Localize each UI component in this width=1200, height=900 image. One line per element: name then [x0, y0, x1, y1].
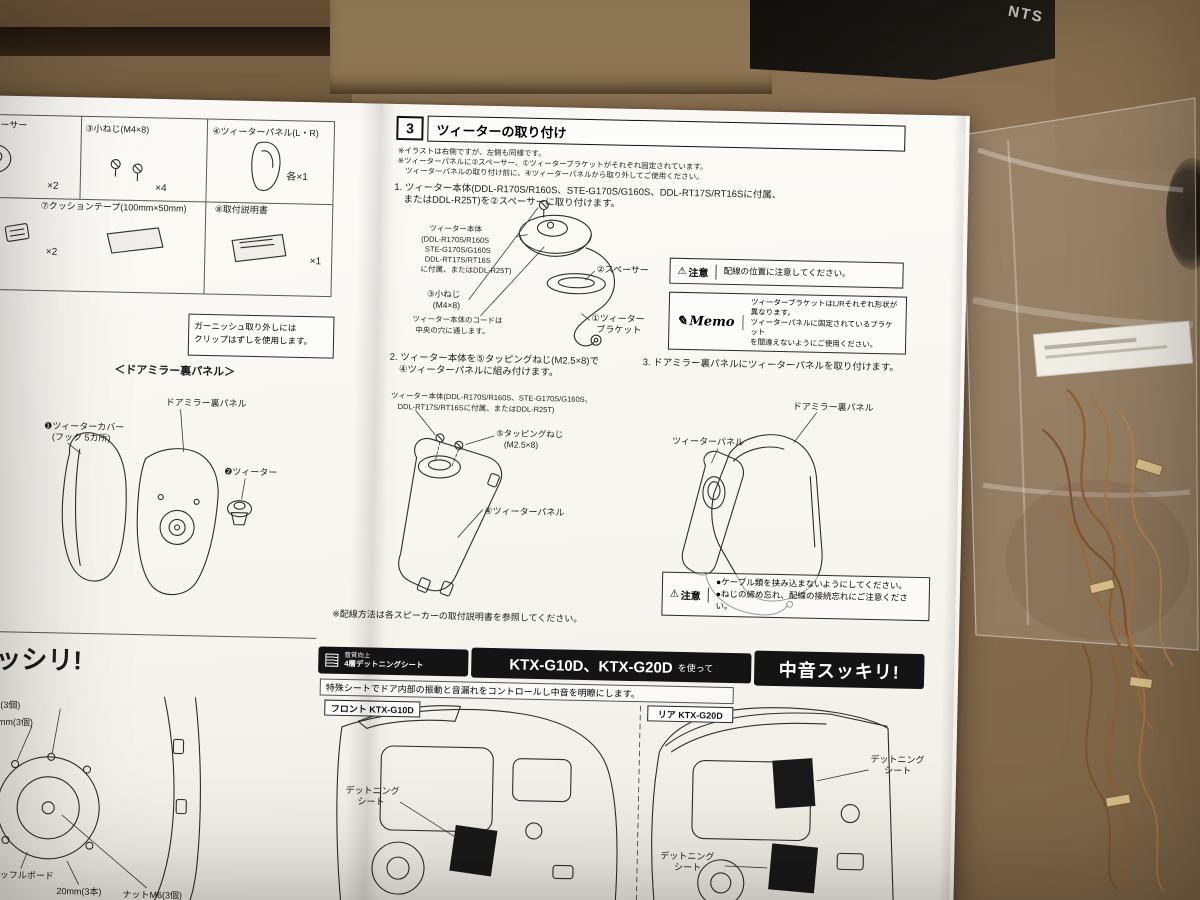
cardboard-strip-top-left	[0, 0, 348, 30]
instruction-sheet: ーサー ③小ねじ(M4×8) ④ツィーターパネル(L・R) ×2 ×4 各×1 …	[0, 94, 970, 900]
label-tweeter-cover-2: (フック 5カ所)	[51, 431, 111, 444]
table-header-fragment: ーサー	[0, 119, 28, 131]
slogan-text: 中音スッキリ!	[778, 659, 900, 683]
caution-2-label: ⚠ 注意	[669, 586, 709, 603]
memo-body: ツィーターブラケットはL/Rそれぞれ形状が 異なります。 ツィーターパネルに固定…	[750, 297, 899, 351]
d1-cord-note-1: ツィーター本体のコードは	[412, 314, 503, 326]
warning-icon: ⚠	[669, 588, 679, 600]
garnish-note-box: ガーニッシュ取り外しには クリップはずしを使用します。	[187, 313, 335, 359]
garnish-note-line2: クリップはずしを使用します。	[193, 333, 313, 346]
d1-small-screw-2: (M4×8)	[432, 299, 461, 311]
d1-spacer-label: ②スペーサー	[596, 264, 649, 276]
d1-tweeter-body-1: ツィーター本体	[429, 223, 482, 234]
headline-zusshiri: ズッシリ!	[0, 643, 83, 676]
rear-sheet-callout-top-1: デットニング	[870, 753, 925, 766]
plastic-bag-with-wires	[961, 97, 1199, 892]
d1-tweeter-body-2: (DDL-R170S/R160S	[421, 234, 490, 245]
table-header-small-screw: ③小ねじ(M4×8)	[85, 123, 150, 135]
qty-x4: ×4	[155, 182, 167, 195]
section-title: ツィーターの取り付け	[436, 122, 567, 140]
caution-2-word: 注意	[680, 590, 701, 602]
d1-cord-note-2: 中央の穴に通します。	[415, 325, 490, 336]
models-banner: KTX-G10D、KTX-G20D を使って	[471, 647, 752, 684]
cardboard-box-edge	[330, 0, 772, 94]
label-door-mirror-panel: ドアミラー裏パネル	[165, 397, 247, 409]
d1-bracket-label-1: ①ツィーター	[591, 313, 645, 325]
caution-1-word: 注意	[688, 267, 709, 279]
cardboard-hole	[1166, 158, 1200, 270]
qty-x1: ×1	[309, 256, 322, 268]
d1-tweeter-body-5: に付属、またはDDL-R25T)	[420, 264, 512, 276]
text-fragment-su: す。	[0, 683, 3, 694]
qty-x2-a: ×2	[47, 180, 59, 192]
label-tweeter: ❷ツィーター	[224, 466, 278, 478]
qty-each-x1: 各×1	[286, 171, 308, 184]
label-washer10: 10mm(3個)	[0, 716, 34, 728]
caution-1-text: 配線の位置に注意してください。	[723, 265, 851, 279]
caution-2-text: ●ケーブル類を挟み込まないようにしてください。 ●ねじの締め忘れ、配線の接続忘れ…	[715, 577, 922, 617]
table-header-manual: ⑧取付説明書	[214, 204, 268, 216]
label-washer14: ワッシャー14mm(3個)	[0, 698, 21, 711]
d2-tapping-screw-1: ⑤タッピングねじ	[496, 428, 564, 440]
d1-tweeter-body-4: DDL-RT17S/RT16S	[424, 254, 491, 265]
rear-door-tag: リア KTX-G20D	[647, 705, 734, 724]
models-suffix: を使って	[677, 662, 714, 674]
memo-label: ✎ Memo	[676, 313, 744, 330]
d1-bracket-label-2: ブラケット	[596, 324, 642, 336]
pencil-icon: ✎	[676, 313, 688, 329]
layers-icon	[325, 653, 339, 667]
table-header-tweeter-panel: ④ツィーターパネル(L・R)	[212, 126, 319, 139]
caution-box-1: ⚠ 注意 配線の位置に注意してください。	[669, 257, 904, 289]
slogan-banner: 中音スッキリ!	[753, 650, 925, 690]
caution-2-line2: ●ねじの締め忘れ、配線の接続忘れにご注意ください。	[715, 588, 908, 612]
d1-small-screw-1: ③小ねじ	[426, 288, 461, 300]
model-numbers: KTX-G10D、KTX-G20D	[509, 655, 673, 677]
caution-1-label: ⚠ 注意	[677, 263, 717, 280]
d3-mirror-label: ドアミラー裏パネル	[792, 401, 874, 413]
dark-box-object: NTS	[750, 0, 1068, 80]
caution-box-2: ⚠ 注意 ●ケーブル類を挟み込まないようにしてください。 ●ねじの締め忘れ、配線…	[661, 571, 931, 622]
box-print-text: NTS	[1006, 2, 1046, 27]
rear-sheet-callout-top-2: シート	[884, 765, 912, 776]
d2-panel-label: ④ツィーターパネル	[484, 505, 565, 518]
memo-line4: を間違えないようにご使用ください。	[749, 337, 878, 350]
cardboard-dark-gap	[0, 27, 348, 58]
warning-icon: ⚠	[677, 265, 687, 277]
cardboard-right	[1055, 0, 1200, 170]
d1-tweeter-body-3: STE-G170S/G160S	[424, 244, 491, 255]
d2-tapping-screw-2: (M2.5×8)	[503, 439, 539, 450]
memo-word: Memo	[689, 313, 735, 330]
d3-panel-label: ツィーターパネル	[671, 435, 745, 448]
memo-box: ✎ Memo ツィーターブラケットはL/Rそれぞれ形状が 異なります。 ツィータ…	[667, 291, 908, 355]
line-art-layer	[0, 112, 895, 900]
qty-x2-b: ×2	[45, 246, 58, 258]
bag-label	[1032, 320, 1194, 378]
mirror-panel-heading: ＜ドアミラー裏パネル＞	[114, 364, 236, 379]
